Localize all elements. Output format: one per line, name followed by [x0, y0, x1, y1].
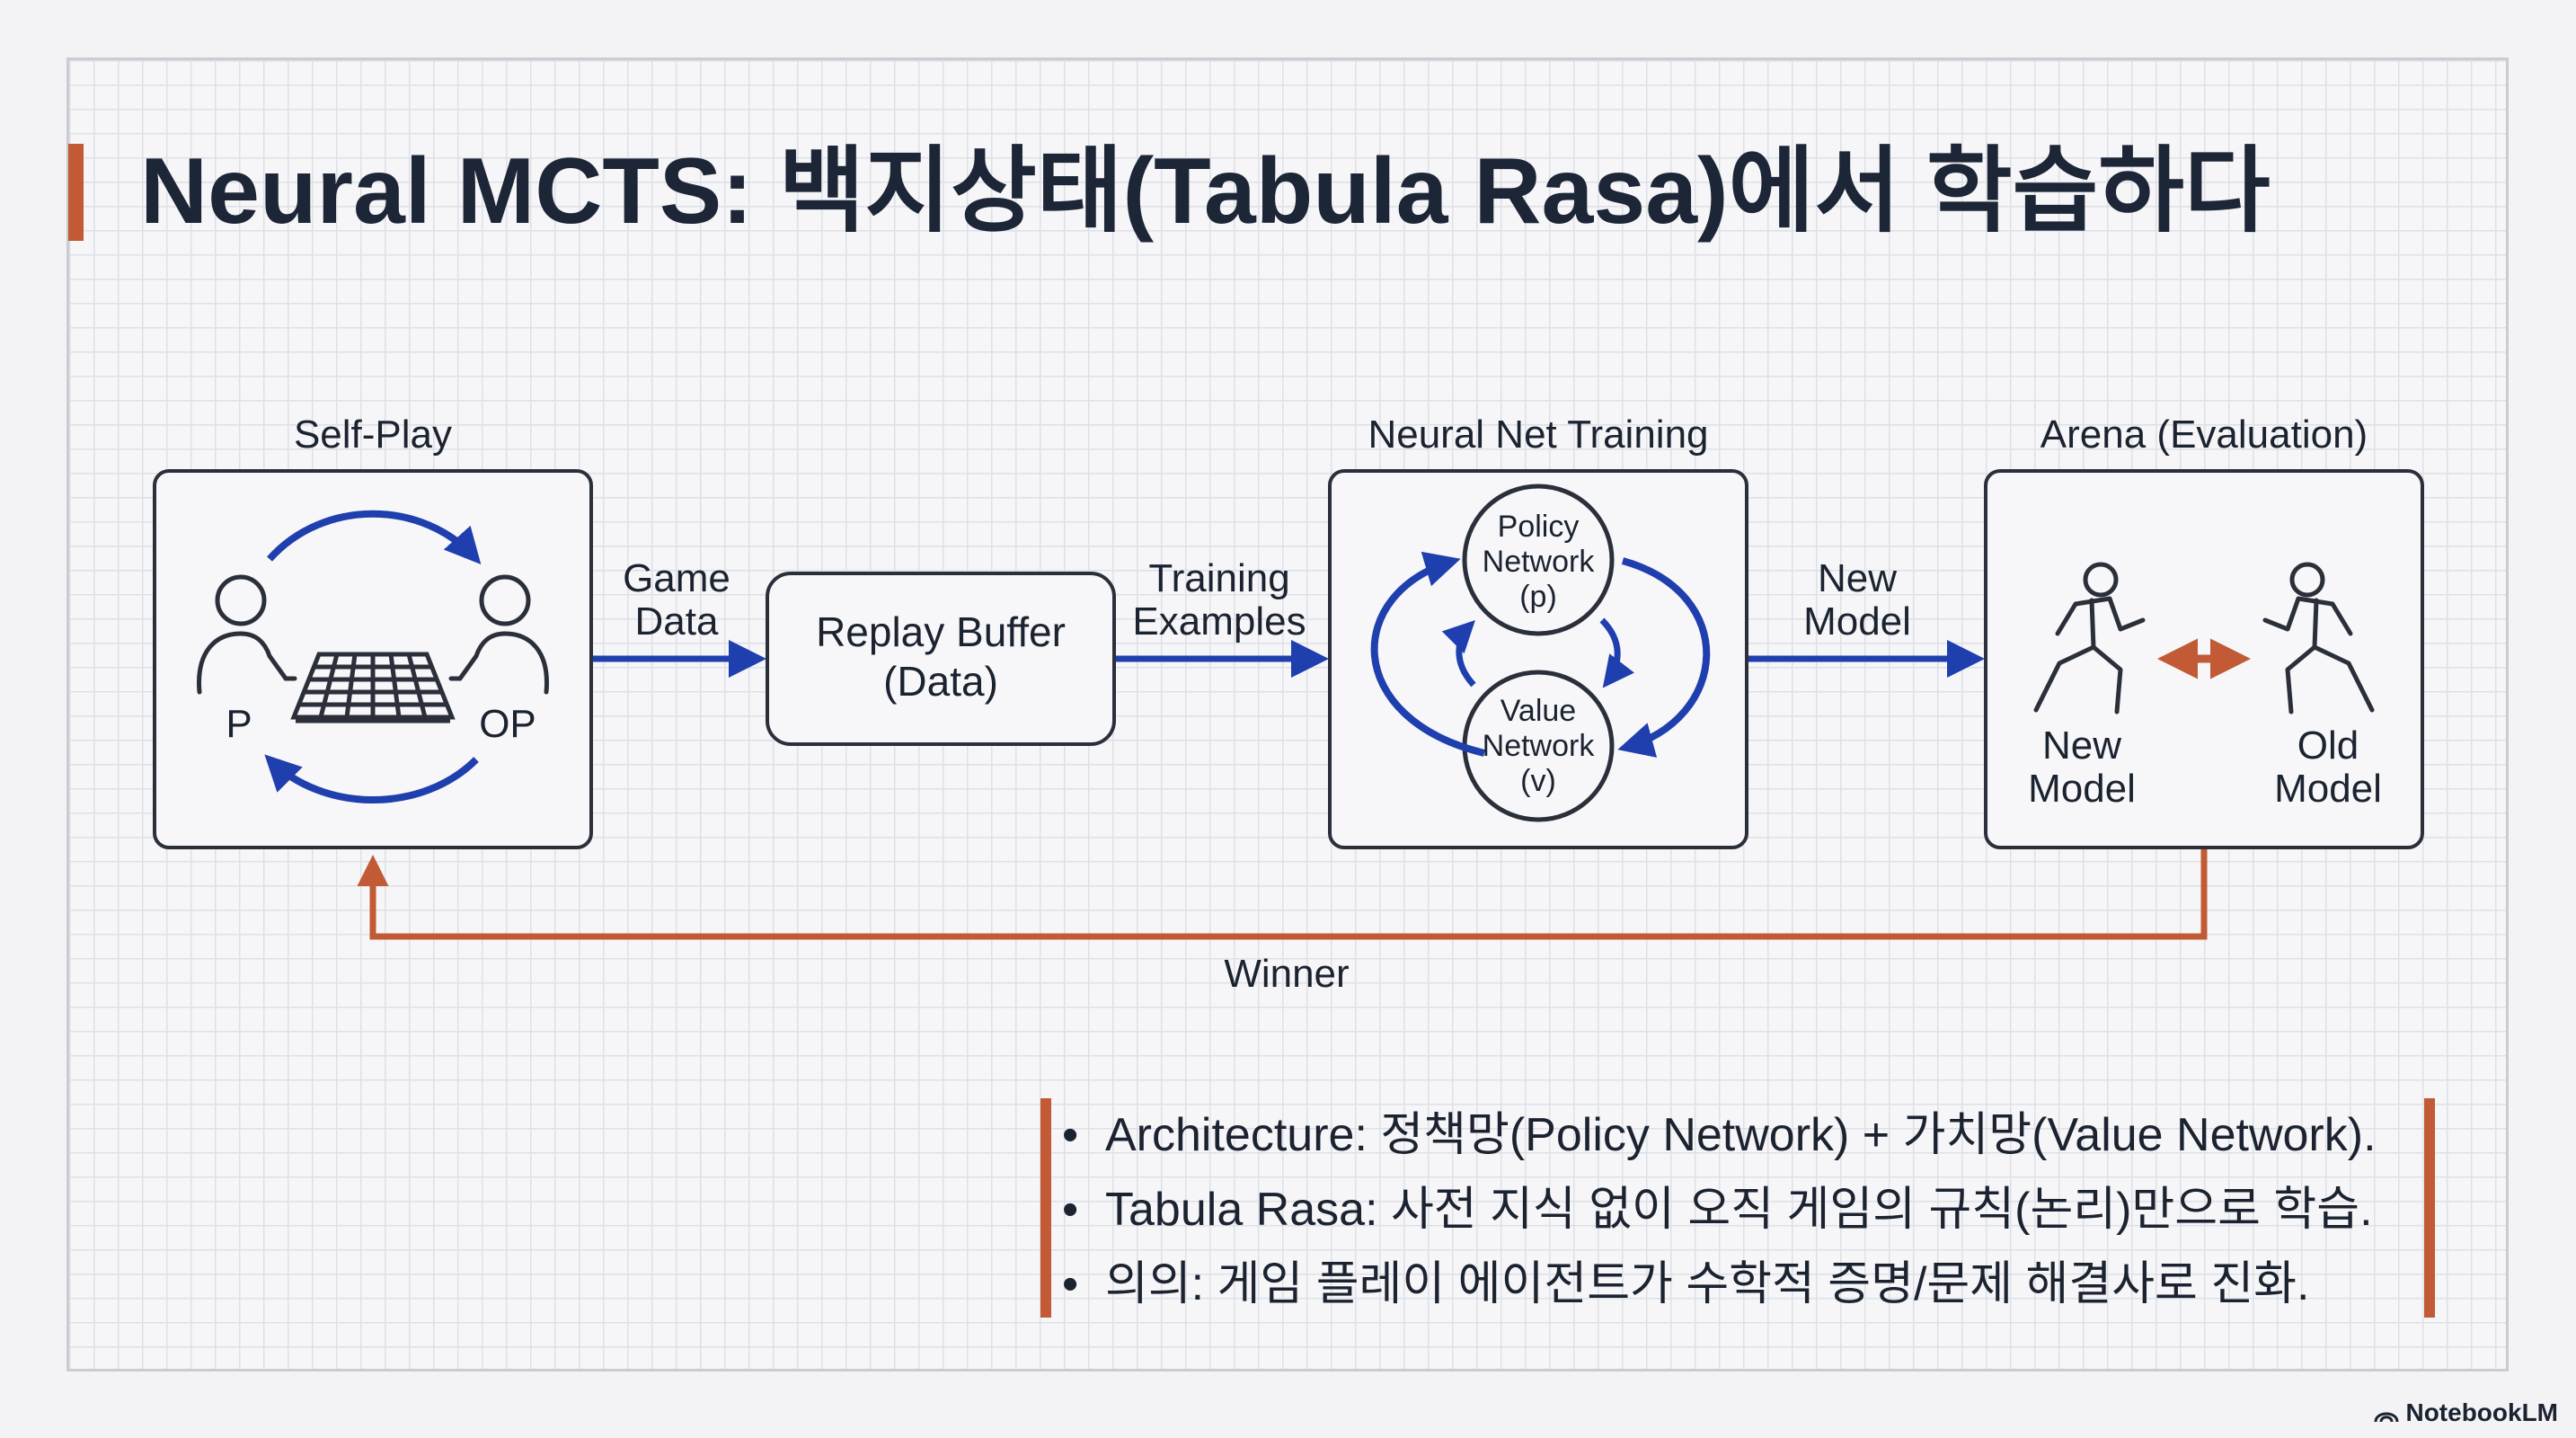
policy-network-circle	[1462, 484, 1615, 636]
nn-training-label: Neural Net Training	[1368, 413, 1709, 457]
new-model-arrow-label: New Model	[1803, 556, 1911, 644]
arena-old-model-label: Old Model	[2274, 723, 2382, 812]
winner-label: Winner	[1224, 952, 1350, 996]
arena-label: Arena (Evaluation)	[2040, 413, 2368, 457]
policy-network-label: Policy Network (p)	[1482, 510, 1595, 615]
page-title: Neural MCTS: 백지상태(Tabula Rasa)에서 학습하다	[140, 139, 2271, 244]
arena-new-model-label: New Model	[2028, 723, 2136, 812]
bullet-architecture: Architecture: 정책망(Policy Network) + 가치망(…	[1062, 1098, 2424, 1173]
training-examples-label: Training Examples	[1132, 556, 1306, 644]
nn-outer-right-arrow	[1617, 557, 1711, 758]
player-op-icon	[448, 574, 549, 695]
bullet-significance: 의의: 게임 플레이 에이전트가 수학적 증명/문제 해결사로 진화.	[1062, 1247, 2424, 1322]
nn-inner-right-arrow	[1599, 617, 1634, 688]
old-model-figure-icon	[2262, 562, 2375, 715]
brand-name: NotebookLM	[2405, 1398, 2558, 1426]
game-board-icon	[290, 652, 456, 723]
player-p-label: P	[226, 702, 252, 746]
player-op-label: OP	[479, 702, 536, 746]
summary-bullets: Architecture: 정책망(Policy Network) + 가치망(…	[1040, 1098, 2435, 1322]
self-play-cycle-arrows	[264, 510, 482, 803]
notebooklm-brand: NotebookLM	[2373, 1398, 2558, 1427]
value-network-label: Value Network (v)	[1482, 694, 1595, 799]
nn-outer-left-arrow	[1370, 551, 1485, 757]
nn-inner-left-arrow	[1441, 620, 1476, 688]
player-p-icon	[197, 574, 297, 695]
self-play-label: Self-Play	[293, 413, 453, 457]
replay-buffer-box	[766, 572, 1116, 746]
game-data-label: Game Data	[623, 556, 730, 644]
bullet-tabula-rasa: Tabula Rasa: 사전 지식 없이 오직 게임의 규칙(논리)만으로 학…	[1062, 1173, 2424, 1247]
new-model-figure-icon	[2033, 562, 2146, 715]
winner-feedback-arrow	[357, 849, 2208, 940]
replay-buffer-label: Replay Buffer (Data)	[816, 608, 1066, 706]
title-accent-bar	[68, 144, 84, 241]
notebooklm-logo-icon	[2374, 1412, 2399, 1422]
